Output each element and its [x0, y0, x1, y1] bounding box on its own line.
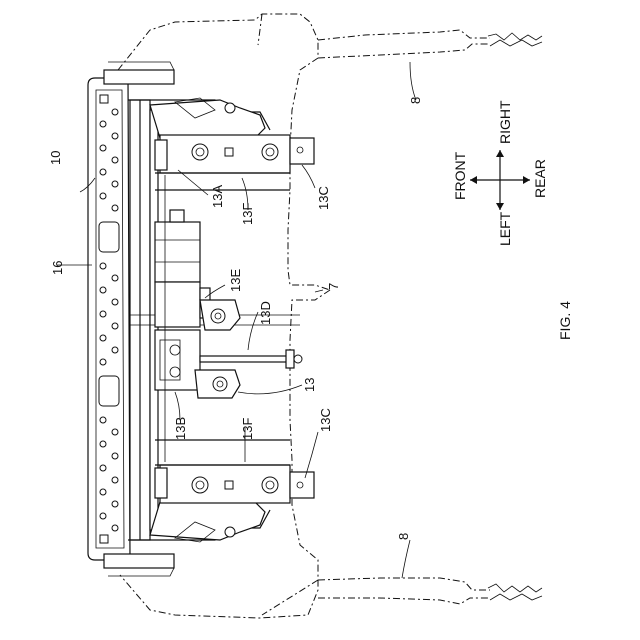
frame-member-8-top — [318, 30, 542, 58]
compass-left-label: LEFT — [497, 211, 513, 246]
rod-13D — [200, 350, 302, 368]
label-13C-top: 13C — [316, 186, 331, 210]
label-8-bottom: 8 — [396, 533, 411, 540]
label-13F-bottom: 13F — [240, 418, 255, 440]
housing-13B — [155, 330, 200, 390]
label-13F-top: 13F — [240, 203, 255, 225]
label-8-top: 8 — [408, 97, 423, 104]
compass-rear-label: REAR — [532, 159, 548, 198]
label-13E: 13E — [228, 269, 243, 292]
compass-front-label: FRONT — [452, 151, 468, 200]
direction-compass — [470, 150, 530, 210]
label-13: 13 — [302, 378, 317, 392]
lower-hinge-bracket — [150, 465, 314, 542]
figure-label: FIG. 4 — [557, 301, 573, 340]
label-13C-bottom: 13C — [318, 408, 333, 432]
upper-hinge-bracket — [150, 98, 314, 173]
label-7: 7 — [326, 283, 341, 290]
label-10: 10 — [48, 151, 63, 165]
compass-right-label: RIGHT — [497, 100, 513, 144]
label-13D: 13D — [258, 301, 273, 325]
label-16: 16 — [50, 261, 65, 275]
label-13A: 13A — [210, 185, 225, 208]
label-13B: 13B — [173, 417, 188, 440]
frame-member-8-bottom — [318, 578, 542, 604]
